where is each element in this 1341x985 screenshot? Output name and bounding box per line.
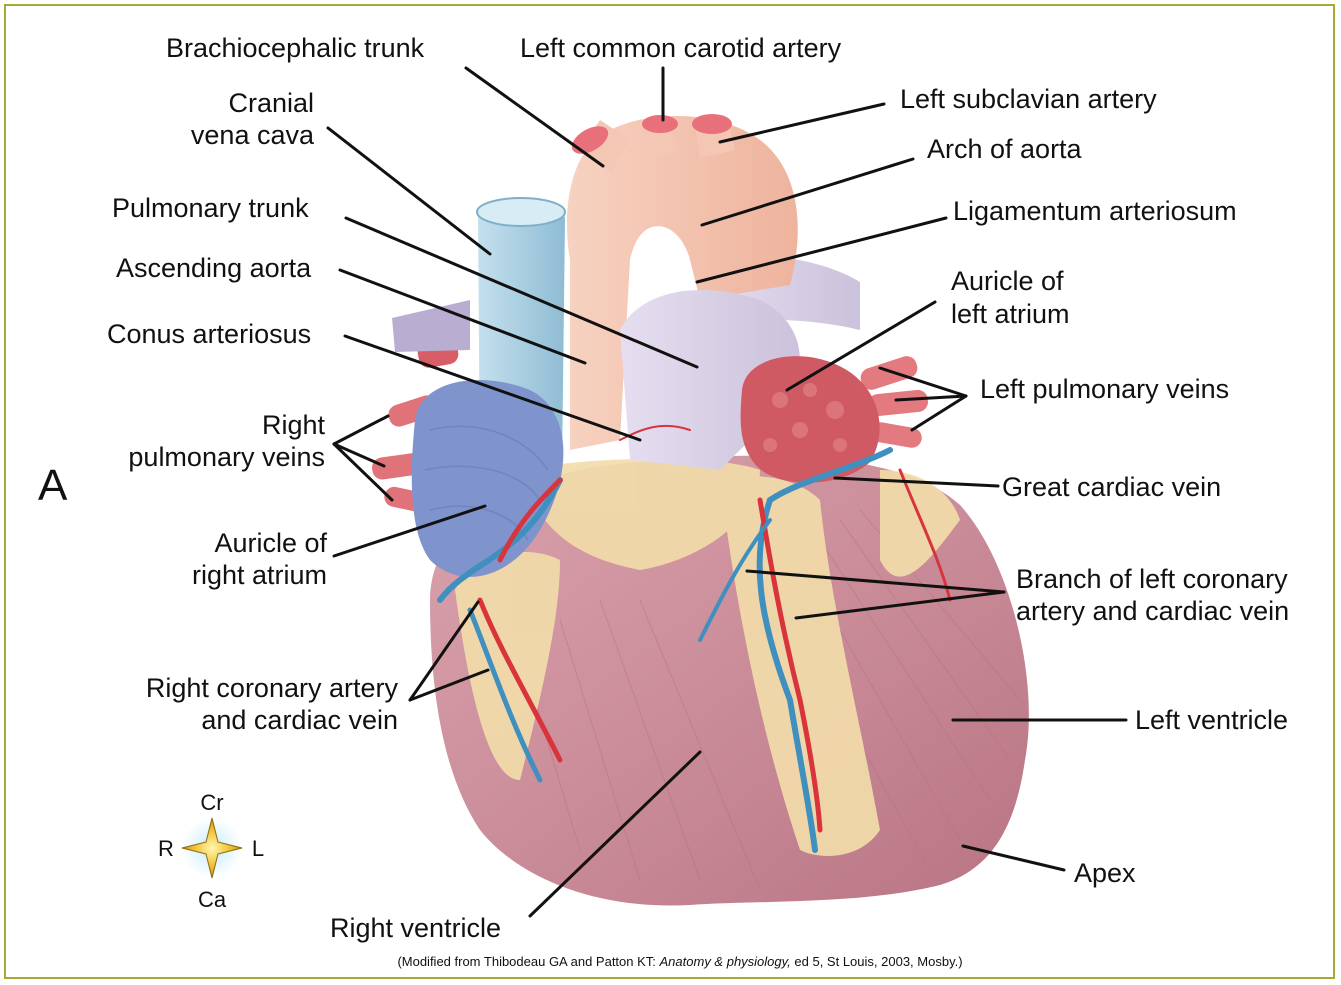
compass-down: Ca <box>198 887 227 912</box>
panel-letter: A <box>38 461 68 510</box>
label-branch-left-coronary-line2: artery and cardiac vein <box>1016 596 1289 626</box>
citation-prefix: (Modified from Thibodeau GA and Patton K… <box>397 954 659 969</box>
label-brachiocephalic-trunk: Brachiocephalic trunk <box>166 33 425 63</box>
label-right-coronary-line2: and cardiac vein <box>201 705 398 735</box>
label-apex: Apex <box>1074 858 1136 888</box>
label-cranial-vena-cava-line1: Cranial <box>228 88 314 118</box>
label-pulmonary-trunk: Pulmonary trunk <box>112 193 309 223</box>
label-auricle-right-atrium-line2: right atrium <box>192 560 327 590</box>
label-branch-left-coronary-line1: Branch of left coronary <box>1016 564 1288 594</box>
label-right-pulmonary-veins-line1: Right <box>262 410 326 440</box>
label-left-subclavian: Left subclavian artery <box>900 84 1157 114</box>
citation-suffix: ed 5, St Louis, 2003, Mosby.) <box>791 954 963 969</box>
vena-cava-opening <box>477 198 565 226</box>
orientation-compass: Cr Ca R L <box>158 790 264 912</box>
compass-right: L <box>252 836 264 861</box>
label-conus-arteriosus: Conus arteriosus <box>107 319 311 349</box>
label-right-pulmonary-veins-line2: pulmonary veins <box>128 442 325 472</box>
label-left-pulmonary-veins: Left pulmonary veins <box>980 374 1229 404</box>
label-ligamentum-arteriosum: Ligamentum arteriosum <box>953 196 1237 226</box>
label-left-ventricle: Left ventricle <box>1135 705 1288 735</box>
compass-left: R <box>158 836 174 861</box>
label-left-common-carotid: Left common carotid artery <box>520 33 842 63</box>
label-arch-of-aorta: Arch of aorta <box>927 134 1083 164</box>
label-right-coronary-line1: Right coronary artery <box>146 673 399 703</box>
citation: (Modified from Thibodeau GA and Patton K… <box>397 954 962 969</box>
citation-title: Anatomy & physiology, <box>659 954 791 969</box>
label-auricle-left-atrium-line1: Auricle of <box>951 266 1064 296</box>
right-pulmonary-artery <box>392 300 470 352</box>
label-ascending-aorta: Ascending aorta <box>116 253 312 283</box>
compass-up: Cr <box>200 790 223 815</box>
label-cranial-vena-cava-line2: vena cava <box>191 120 315 150</box>
label-great-cardiac-vein: Great cardiac vein <box>1002 472 1221 502</box>
label-right-ventricle: Right ventricle <box>330 913 501 943</box>
label-auricle-left-atrium-line2: left atrium <box>951 299 1070 329</box>
label-auricle-right-atrium-line1: Auricle of <box>214 528 327 558</box>
